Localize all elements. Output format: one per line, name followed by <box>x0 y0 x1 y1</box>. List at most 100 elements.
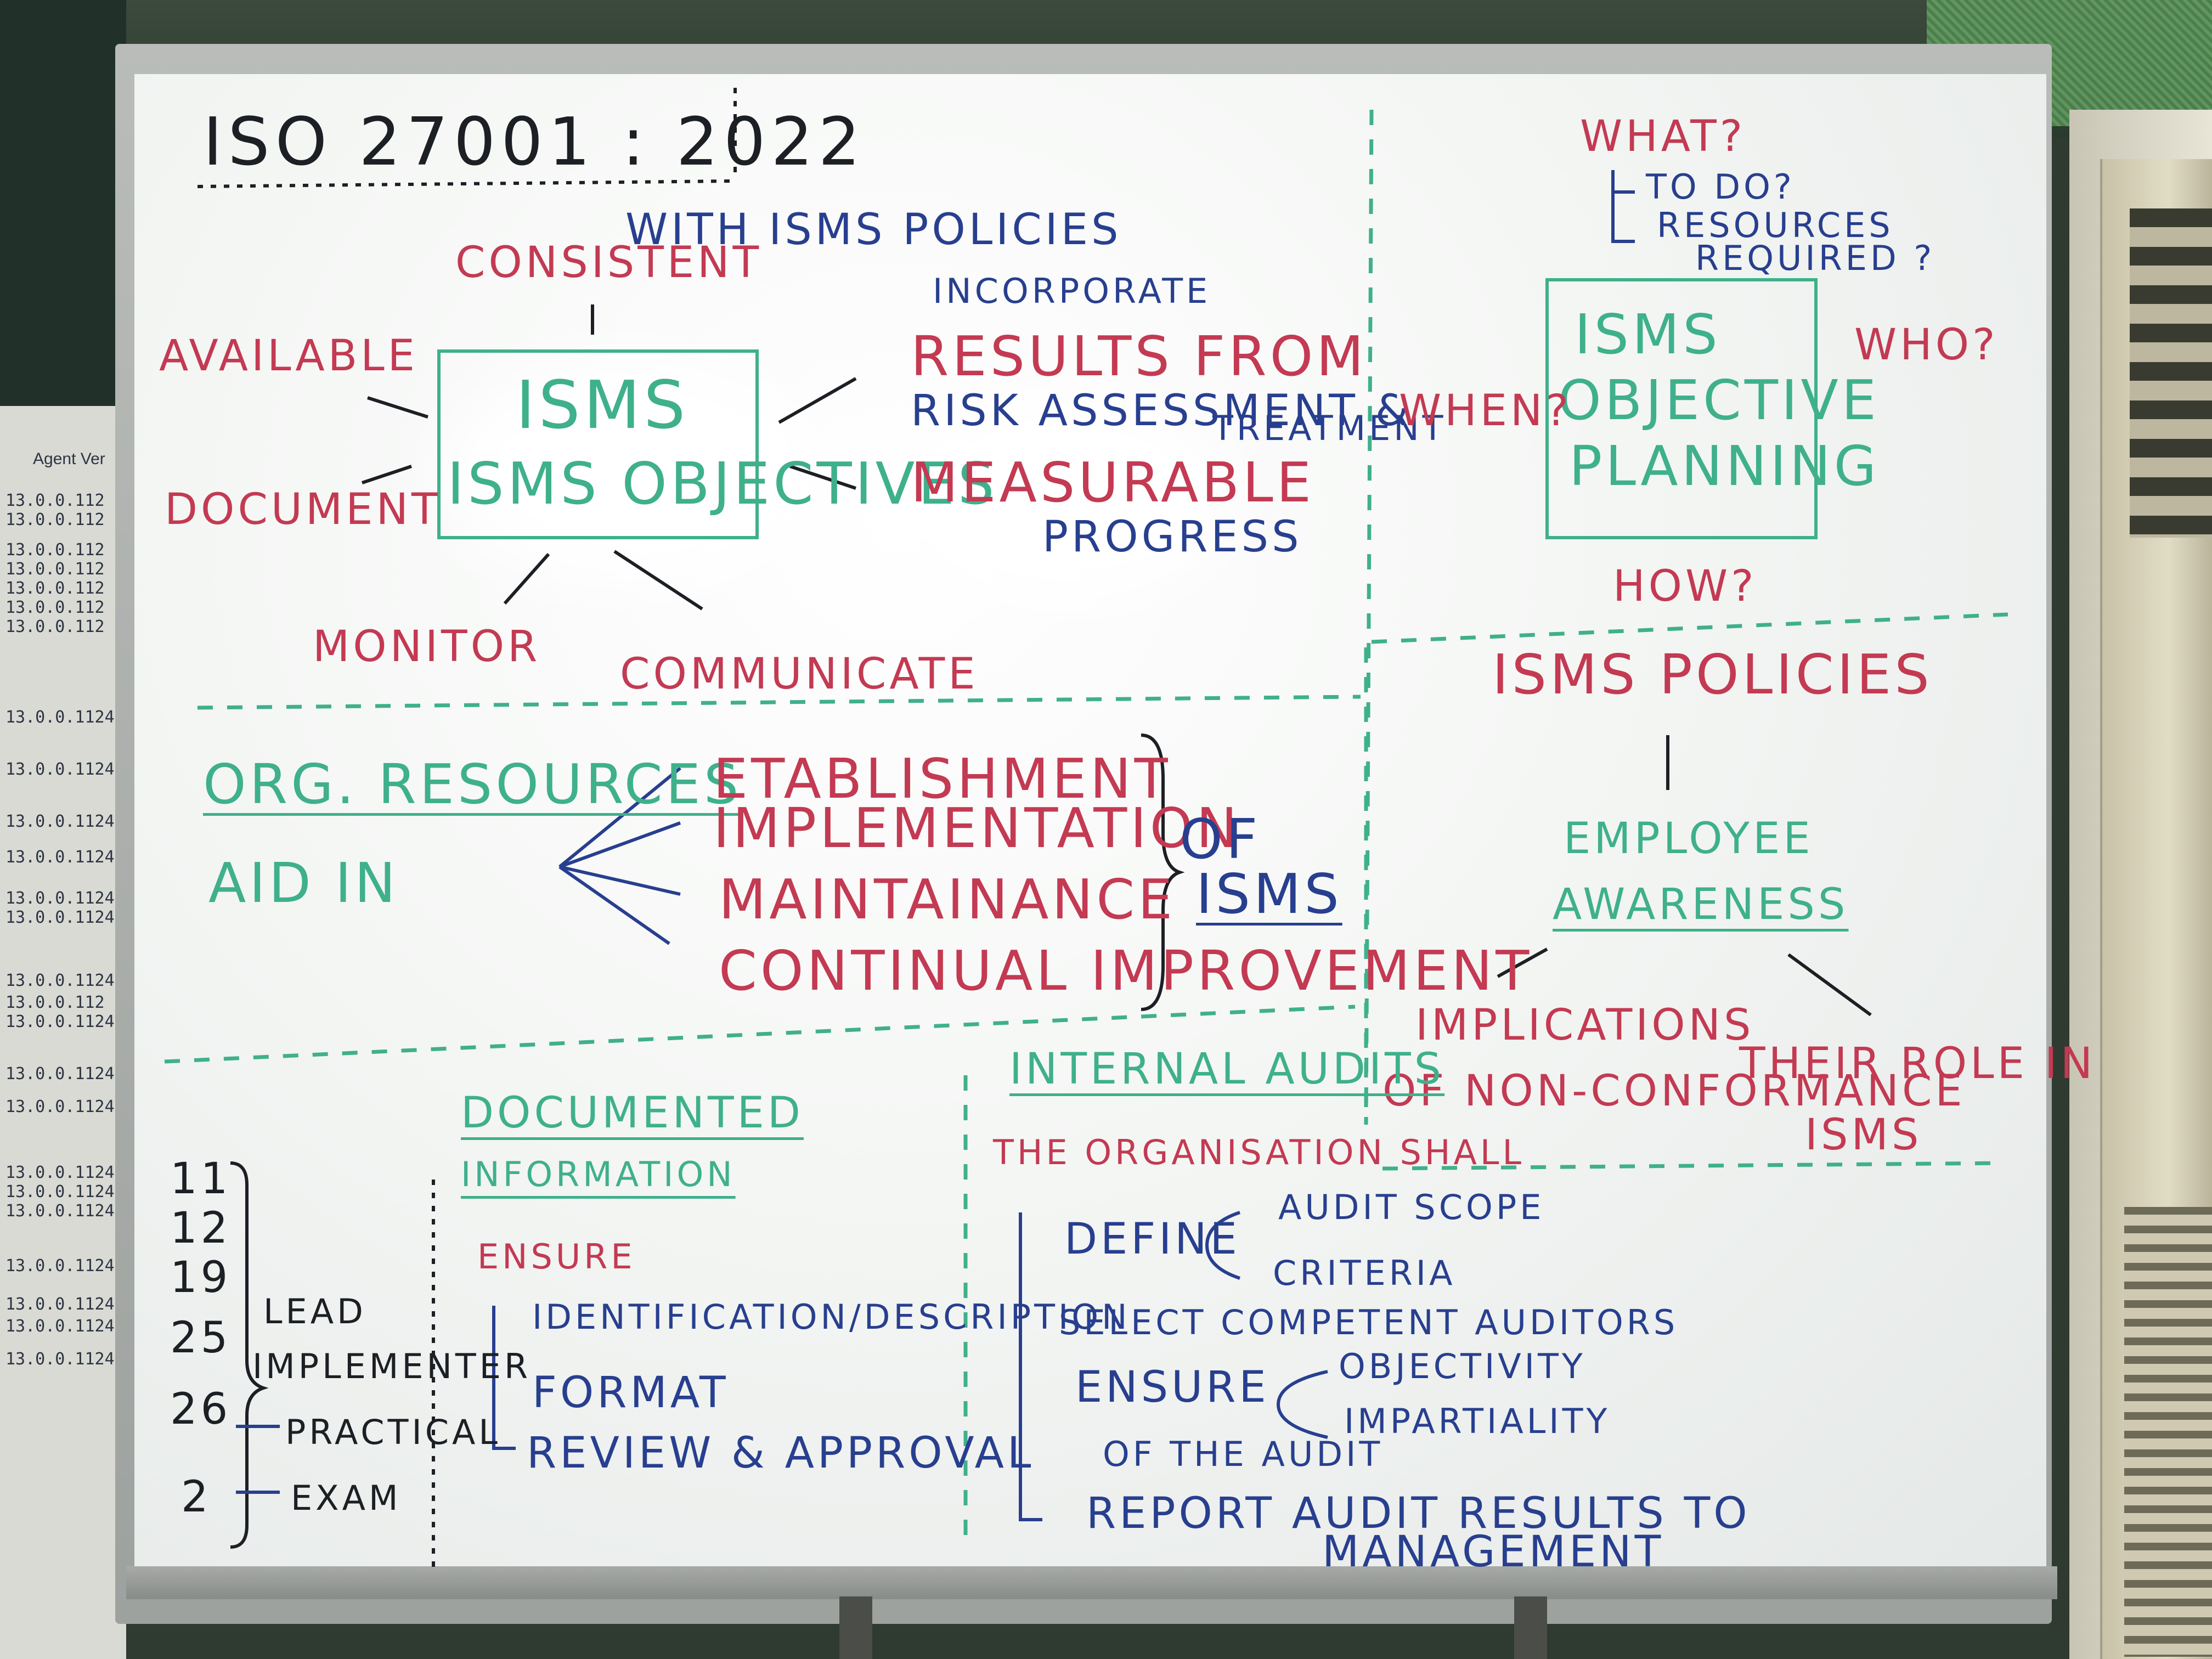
sheet-header: Agent Ver <box>33 450 105 468</box>
sheet-row: 13.0.0.112 <box>5 560 105 579</box>
label-org-resources: ORG. RESOURCES <box>203 752 742 816</box>
label-measurable: MEASURABLE <box>911 450 1314 515</box>
schedule-number: 19 <box>170 1253 232 1302</box>
label-audit-scope: AUDIT SCOPE <box>1278 1187 1545 1227</box>
label-who: WHO? <box>1854 320 1999 370</box>
arrow-establishment <box>558 766 681 868</box>
sheet-row: 13.0.0.1124 <box>5 1064 115 1084</box>
arrow-measurable <box>789 465 856 490</box>
label-select-auditors: SELECT COMPETENT AUDITORS <box>1059 1302 1679 1342</box>
label-their-role: THEIR ROLE IN <box>1739 1039 2096 1088</box>
arrow-monitor <box>503 553 550 605</box>
divider-mid-right <box>1371 612 2008 644</box>
label-documented: DOCUMENTED <box>461 1088 804 1138</box>
label-treatment: TREATMENT <box>1212 408 1447 448</box>
printed-sheet <box>0 406 126 1659</box>
arrow-resources <box>1611 181 1635 243</box>
marker-tray <box>126 1566 2057 1599</box>
label-establishment: ETABLISHMENT <box>713 747 1171 811</box>
label-monitor: MONITOR <box>313 622 541 672</box>
sheet-row: 13.0.0.1124 <box>5 708 115 727</box>
label-ensure-audit: ENSURE <box>1075 1363 1269 1412</box>
sheet-row: 13.0.0.112 <box>5 617 105 636</box>
label-awareness: AWARENESS <box>1553 880 1849 929</box>
sheet-row: 13.0.0.1124 <box>5 1097 115 1116</box>
label-non-conformance: OF NON-CONFORMANCE <box>1383 1066 1966 1116</box>
air-conditioner-grill <box>2124 1207 2212 1657</box>
board-title: ISO 27001 : 2022 <box>203 104 866 180</box>
sheet-row: 13.0.0.112 <box>5 540 105 560</box>
label-objectivity: OBJECTIVITY <box>1339 1346 1586 1386</box>
label-review-approval: REVIEW & APPROVAL <box>527 1429 1035 1478</box>
label-internal-audits: INTERNAL AUDITS <box>1009 1045 1445 1094</box>
light-glare <box>905 395 1234 603</box>
label-practical: PRACTICAL <box>285 1412 501 1452</box>
label-isms: ISMS <box>1196 862 1342 926</box>
divider-low-right <box>1382 1161 2003 1171</box>
label-report: REPORT AUDIT RESULTS TO <box>1086 1489 1751 1538</box>
sheet-row: 13.0.0.1124 <box>5 1295 115 1314</box>
label-communicate: COMMUNICATE <box>620 650 979 699</box>
planning-box-line1: ISMS <box>1575 302 1721 366</box>
label-how: HOW? <box>1613 562 1757 611</box>
planning-box-line3: PLANNING <box>1569 434 1880 498</box>
arrow-role <box>1787 953 1872 1017</box>
schedule-number: 26 <box>170 1385 232 1434</box>
label-risk-assessment: RISK ASSESSMENT & <box>911 386 1412 436</box>
sheet-row: 13.0.0.1124 <box>5 760 115 779</box>
label-with-policies: WITH ISMS POLICIES <box>625 205 1122 255</box>
divider-vertical-right <box>1364 109 1374 1125</box>
schedule-number: 25 <box>170 1313 232 1363</box>
whiteboard <box>134 74 2046 1575</box>
sheet-row: 13.0.0.1124 <box>5 812 115 831</box>
doc-arrows <box>492 1306 516 1450</box>
label-of: OF <box>1180 807 1261 871</box>
label-document: DOCUMENT <box>165 485 441 534</box>
audit-arrows <box>1019 1212 1042 1521</box>
objectives-box-label: ISMS OBJECTIVES <box>447 450 998 517</box>
label-exam: EXAM <box>291 1478 402 1518</box>
brace-ensure <box>1276 1370 1328 1439</box>
label-what: WHAT? <box>1580 112 1746 161</box>
sheet-row: 13.0.0.1124 <box>5 1317 115 1336</box>
arrow-continual <box>558 865 670 945</box>
sheet-row: 13.0.0.112 <box>5 510 105 529</box>
label-information: INFORMATION <box>461 1154 736 1194</box>
label-format: FORMAT <box>532 1368 729 1418</box>
label-aid-in: AID IN <box>208 851 399 915</box>
label-incorporate: INCORPORATE <box>933 271 1211 311</box>
label-consistent: CONSISTENT <box>455 238 763 287</box>
schedule-number: 2 <box>181 1472 212 1522</box>
label-of-the-audit: OF THE AUDIT <box>1103 1434 1384 1474</box>
label-define: DEFINE <box>1064 1215 1240 1264</box>
board-stand-leg <box>1514 1596 1547 1659</box>
bracket-of-isms <box>1141 733 1185 1011</box>
brace-define <box>1205 1211 1240 1280</box>
label-progress: PROGRESS <box>1042 512 1302 562</box>
sheet-row: 13.0.0.1124 <box>5 1256 115 1276</box>
bracket-schedule <box>230 1161 269 1549</box>
arrow-maintainance <box>559 865 681 896</box>
sheet-row: 13.0.0.1124 <box>5 889 115 908</box>
label-ensure-doc: ENSURE <box>477 1237 636 1277</box>
schedule-number: 11 <box>170 1154 232 1204</box>
sheet-row: 13.0.0.112 <box>5 598 105 617</box>
arrow-to-do <box>1611 170 1635 194</box>
title-underline <box>197 179 730 188</box>
label-organisation-shall: THE ORGANISATION SHALL <box>993 1132 1525 1172</box>
label-lead: LEAD <box>263 1291 366 1331</box>
label-to-do: TO DO? <box>1646 167 1795 207</box>
sheet-row: 13.0.0.1124 <box>5 1201 115 1221</box>
label-implementer: IMPLEMENTER <box>252 1346 532 1386</box>
label-when: WHEN? <box>1399 386 1572 436</box>
label-results-from: RESULTS FROM <box>911 324 1367 388</box>
planning-box <box>1545 278 1818 539</box>
label-implementation: IMPLEMENTATION <box>713 796 1241 860</box>
sheet-row: 13.0.0.112 <box>5 579 105 598</box>
arrow-available <box>367 396 428 419</box>
sheet-row: 13.0.0.1124 <box>5 1012 115 1031</box>
label-role-isms: ISMS <box>1805 1110 1922 1160</box>
sheet-row: 13.0.0.1124 <box>5 848 115 867</box>
